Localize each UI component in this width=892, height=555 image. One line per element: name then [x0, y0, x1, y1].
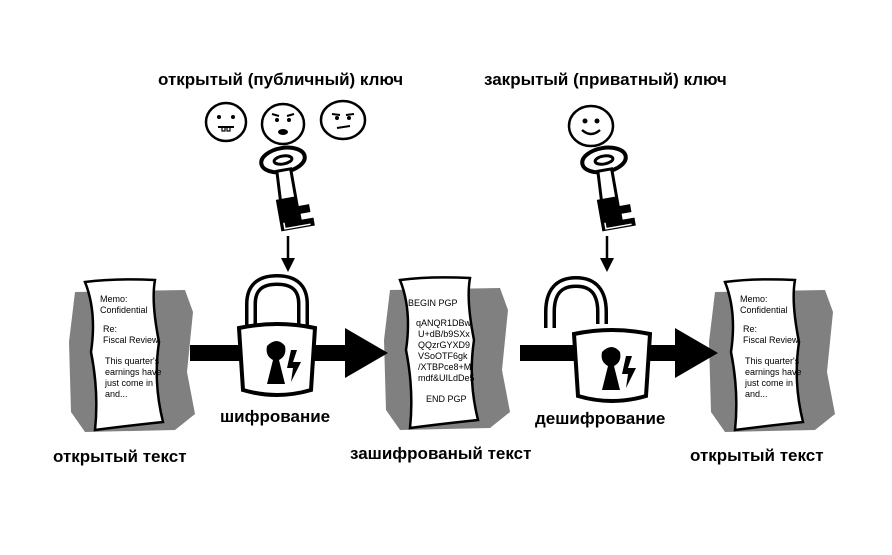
ciphertext-document: BEGIN PGP qANQR1DBw U+dB/b9SXx QQzrGYXD9…	[382, 276, 512, 432]
doc-body-line: This quarter's	[105, 356, 160, 366]
cipher-line: U+dB/b9SXx	[418, 329, 470, 339]
private-key-label: закрытый (приватный) ключ	[484, 70, 727, 89]
doc-end-pgp: END PGP	[426, 394, 467, 404]
doc-body-line: just come in	[104, 378, 153, 388]
cipher-line: mdf&UILdDe5	[418, 373, 475, 383]
smiley-face-icon	[319, 99, 367, 141]
padlock-icon-open	[544, 275, 652, 403]
doc-body-line: This quarter's	[745, 356, 800, 366]
doc-re: Re:	[743, 324, 757, 334]
plaintext-document-left: Memo: Confidential Re: Fiscal Review Thi…	[67, 278, 197, 434]
doc-body-line: earnings have	[745, 367, 802, 377]
arrow-down-icon	[281, 236, 295, 272]
cipher-line: /XTBPce8+M	[418, 362, 471, 372]
doc-memo: Memo:	[100, 294, 128, 304]
smiley-face-icon	[567, 104, 615, 148]
doc-body-line: just come in	[744, 378, 793, 388]
doc-subject: Fiscal Review	[103, 335, 159, 345]
public-key-icon	[257, 142, 319, 235]
arrow-down-icon	[600, 236, 614, 272]
doc-confidential: Confidential	[740, 305, 788, 315]
doc-body-line: and...	[105, 389, 128, 399]
doc-subject: Fiscal Review	[743, 335, 799, 345]
ciphertext-label: зашифрованый текст	[350, 444, 532, 463]
doc-memo: Memo:	[740, 294, 768, 304]
private-key-icon	[578, 142, 640, 235]
doc-re: Re:	[103, 324, 117, 334]
cipher-line: qANQR1DBw	[416, 318, 472, 328]
plaintext-label-left: открытый текст	[53, 447, 187, 466]
doc-body-line: and...	[745, 389, 768, 399]
public-key-label: открытый (публичный) ключ	[158, 70, 404, 89]
doc-confidential: Confidential	[100, 305, 148, 315]
plaintext-label-right: открытый текст	[690, 446, 824, 465]
doc-begin-pgp: BEGIN PGP	[408, 298, 458, 308]
cipher-line: QQzrGYXD9	[418, 340, 470, 350]
encryption-label: шифрование	[220, 407, 331, 426]
cipher-line: VSoOTF6gk	[418, 351, 468, 361]
smiley-face-icon	[204, 101, 248, 143]
padlock-icon	[237, 273, 317, 397]
smiley-face-icon	[260, 102, 306, 146]
plaintext-document-right: Memo: Confidential Re: Fiscal Review Thi…	[707, 278, 837, 434]
doc-body-line: earnings have	[105, 367, 162, 377]
decryption-label: дешифрование	[535, 409, 666, 428]
